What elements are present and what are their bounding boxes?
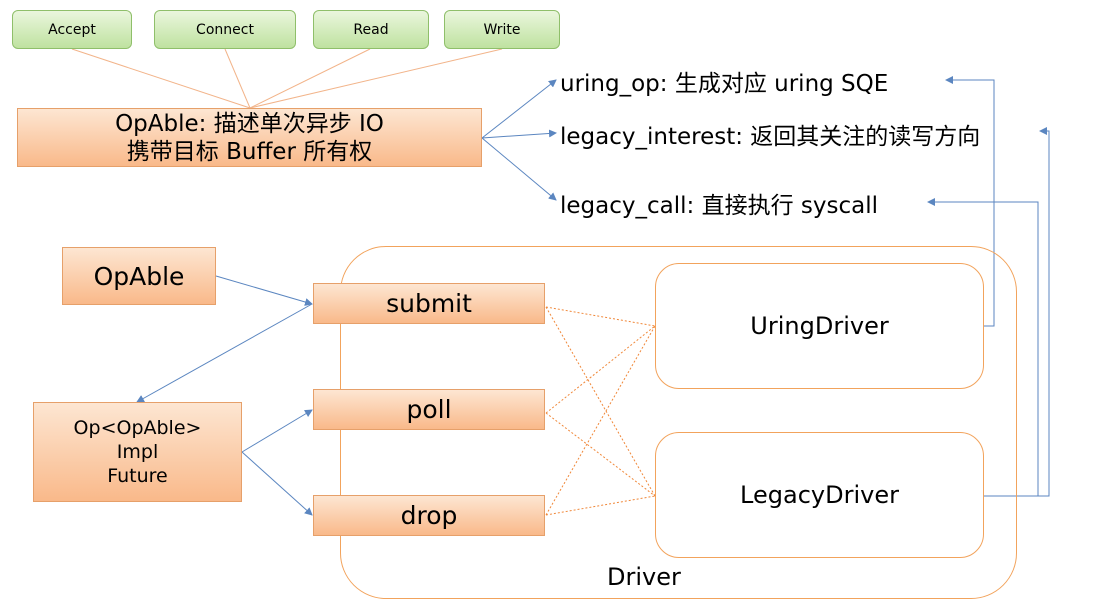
op-label: Accept (48, 21, 96, 38)
uring-driver-label: UringDriver (750, 312, 889, 340)
opable-description-box: OpAble: 描述单次异步 IO 携带目标 Buffer 所有权 (17, 108, 482, 167)
op-box-connect: Connect (154, 10, 296, 49)
submit-label: submit (386, 289, 472, 318)
op-future-line3: Future (107, 465, 168, 487)
op-future-box: Op<OpAble> Impl Future (33, 402, 242, 502)
opable-label: OpAble (93, 261, 185, 291)
op-label: Connect (196, 21, 254, 38)
op-label: Read (353, 21, 389, 38)
method-legacy-interest: legacy_interest: 返回其关注的读写方向 (560, 124, 981, 150)
op-box-accept: Accept (12, 10, 132, 49)
opable-box: OpAble (62, 247, 216, 305)
op-links (71, 48, 503, 109)
op-box-read: Read (313, 10, 429, 49)
flow-links (136, 275, 313, 516)
op-box-write: Write (444, 10, 560, 49)
opable-desc-line2: 携带目标 Buffer 所有权 (126, 138, 373, 165)
op-future-line2: Impl (116, 441, 159, 463)
driver-links (545, 306, 656, 516)
legacy-driver-label: LegacyDriver (740, 481, 899, 509)
method-uring-op: uring_op: 生成对应 uring SQE (560, 71, 889, 97)
submit-box: submit (313, 283, 545, 324)
legacy-driver-box: LegacyDriver (655, 432, 984, 558)
method-legacy-call: legacy_call: 直接执行 syscall (560, 193, 878, 219)
op-future-line1: Op<OpAble> (73, 417, 202, 439)
drop-box: drop (313, 495, 545, 536)
poll-box: poll (313, 389, 545, 430)
drop-label: drop (400, 501, 458, 530)
poll-label: poll (406, 395, 452, 424)
method-links (481, 79, 557, 201)
opable-desc-line1: OpAble: 描述单次异步 IO (115, 110, 384, 137)
driver-label: Driver (607, 563, 681, 591)
uring-driver-box: UringDriver (655, 263, 984, 389)
op-label: Write (483, 21, 521, 38)
